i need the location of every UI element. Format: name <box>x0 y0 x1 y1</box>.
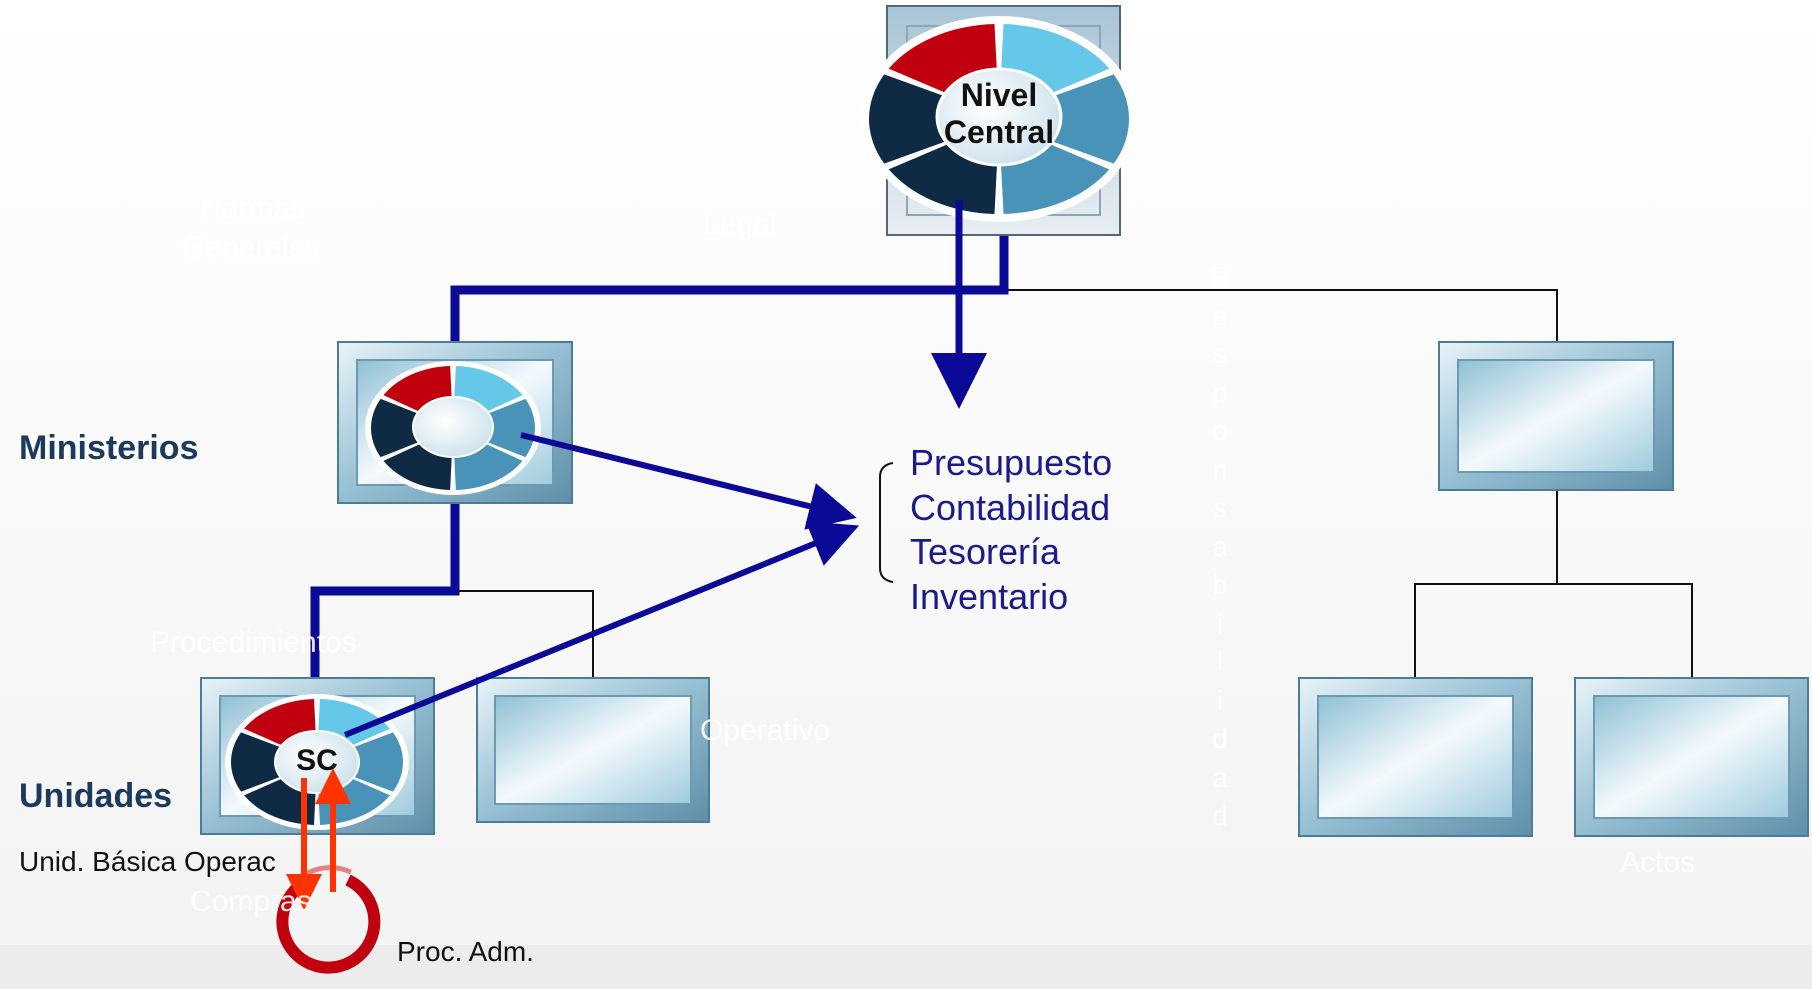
responsabilidad-letter: o <box>1212 415 1228 446</box>
system-item-inventario: Inventario <box>910 575 1069 617</box>
responsabilidad-letter: R <box>1209 261 1231 292</box>
responsabilidad-letter: b <box>1212 569 1228 600</box>
system-item-tesoreria: Tesorería <box>910 531 1061 572</box>
responsabilidad-letter: e <box>1212 299 1228 331</box>
system-item-contabilidad: Contabilidad <box>910 486 1111 528</box>
responsabilidad-letter: i <box>1216 684 1224 716</box>
responsabilidad-letter: a <box>1212 530 1228 562</box>
level-unidades: Unidades <box>19 777 173 815</box>
ministerio-hub-ring <box>365 361 541 495</box>
central-hub-label: Nivel Central <box>937 77 1061 151</box>
unidad-box-2 <box>476 677 710 823</box>
segment-navy-2 <box>230 732 284 792</box>
system-list: Presupuesto Contabilidad Tesorería Inven… <box>910 441 1112 619</box>
responsabilidad-letter: d <box>1212 800 1228 831</box>
unidad-arrow <box>343 521 860 738</box>
central-hub-ring <box>861 16 1137 222</box>
faint-normas: Normas <box>200 192 306 225</box>
central-line1: Nivel <box>960 77 1038 113</box>
segment-mid-blue-1 <box>350 732 404 792</box>
proc-adm-label: Proc. Adm. <box>397 936 534 967</box>
faint-legal: Legal <box>703 208 777 241</box>
segment-mid-blue-1 <box>484 398 535 458</box>
responsabilidad-letter: s <box>1213 338 1227 369</box>
central-line2: Central <box>943 114 1055 150</box>
faint-compras: Compras <box>190 885 312 918</box>
segment-mid-blue-1 <box>1050 74 1129 164</box>
thin-connectors <box>457 289 1693 677</box>
segment-navy-2 <box>371 398 422 458</box>
level-ministerios: Ministerios <box>19 429 199 467</box>
system-bracket <box>879 462 894 583</box>
proc-adm-cycle <box>276 874 381 974</box>
responsabilidad-letter: d <box>1212 723 1228 754</box>
right-ministerio-box <box>1438 341 1674 491</box>
system-item-presupuesto: Presupuesto <box>910 442 1113 483</box>
faint-actos: Actos <box>1620 846 1696 879</box>
ministerio-arrow <box>520 432 857 530</box>
faint-generales: Generales <box>182 231 321 264</box>
responsabilidad-letter: s <box>1213 492 1227 523</box>
responsabilidad-letter: i <box>1216 607 1224 639</box>
responsabilidad-letter: p <box>1212 376 1228 408</box>
responsabilidad-letter: l <box>1216 646 1224 677</box>
unidad-box-3 <box>1298 677 1533 837</box>
faint-operativo: Operativo <box>700 714 831 747</box>
hierarchy-path <box>310 236 1009 680</box>
sc-label: SC <box>296 744 338 777</box>
segment-navy-2 <box>868 74 948 164</box>
responsabilidad-letter: n <box>1212 453 1228 485</box>
responsabilidad-letter: a <box>1212 761 1228 793</box>
faint-procedimientos: Procedimientos <box>150 626 357 659</box>
unidad-box-4 <box>1574 677 1809 837</box>
unid-basica-label: Unid. Básica Operac <box>19 846 276 877</box>
